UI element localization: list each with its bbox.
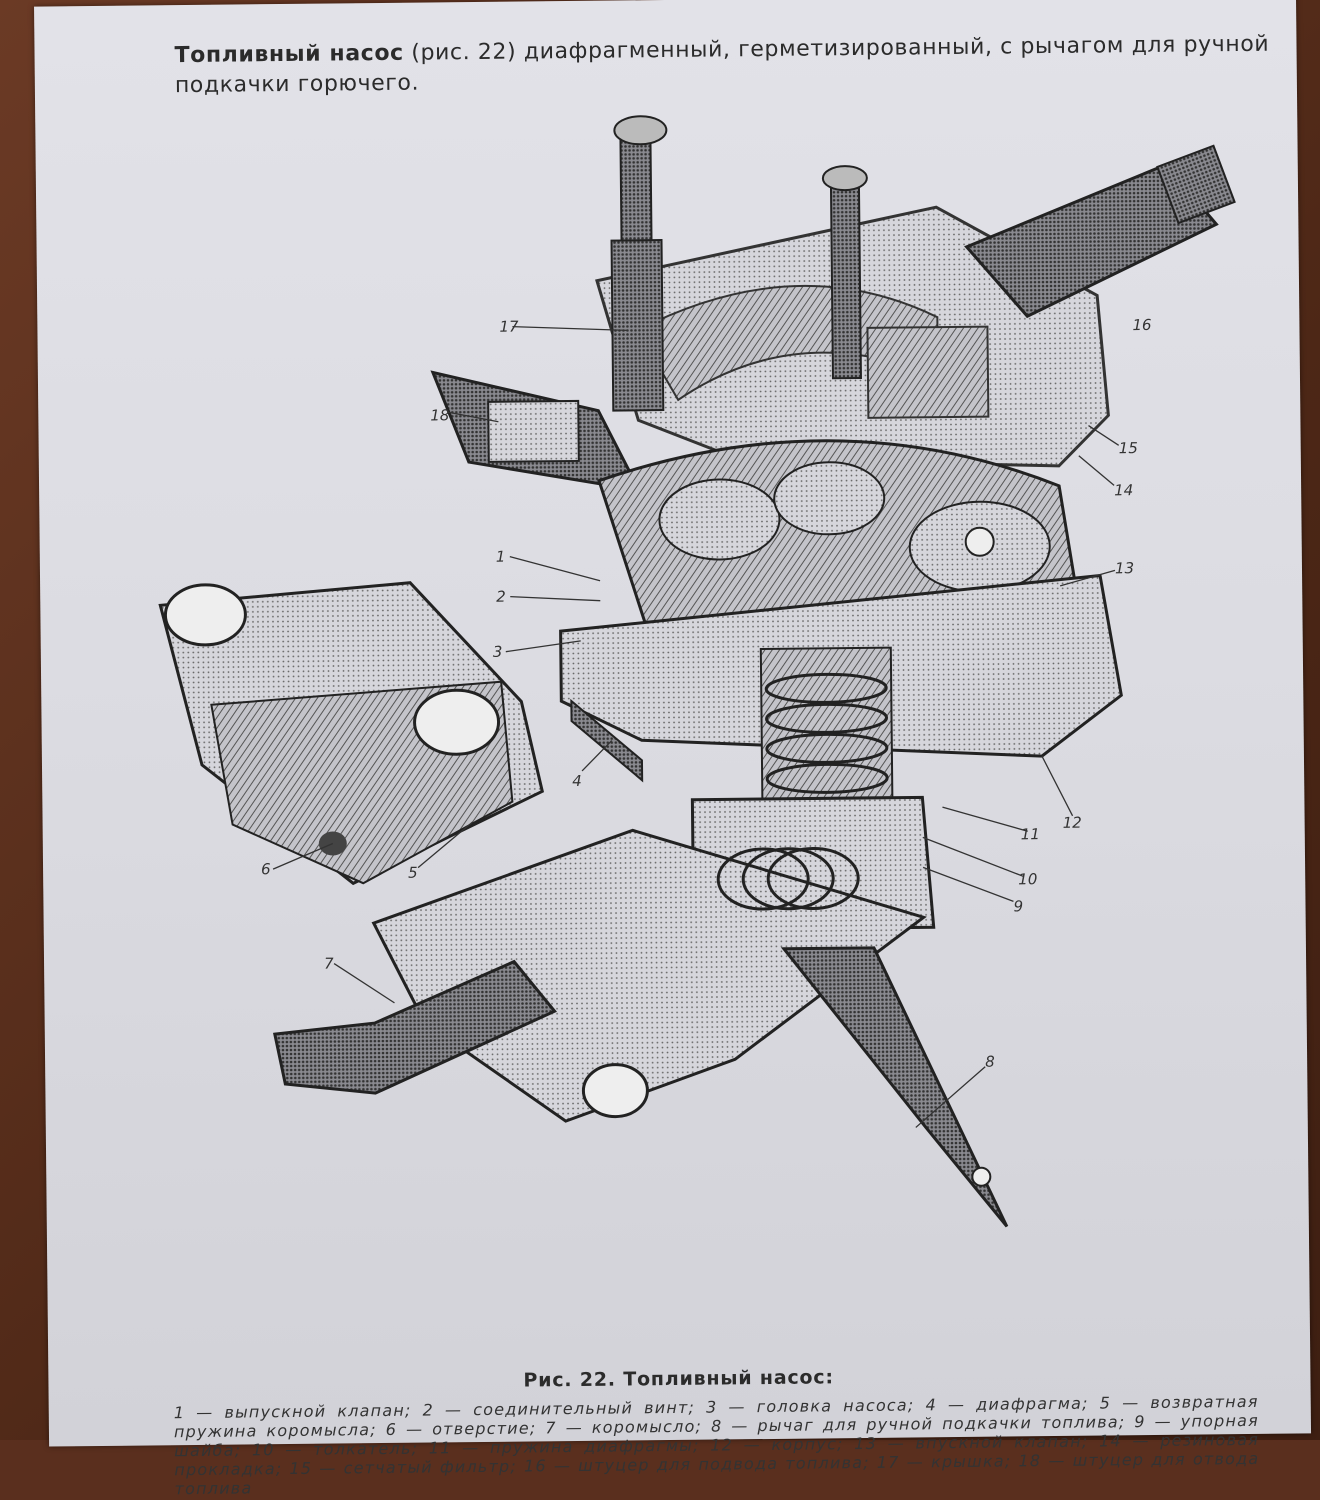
callout-9: 9 xyxy=(1013,897,1023,915)
pump-body xyxy=(559,573,1123,932)
callouts xyxy=(272,325,1120,1128)
callout-6: 6 xyxy=(261,860,271,878)
callout-5: 5 xyxy=(408,864,418,882)
outlet-fitting xyxy=(430,370,642,493)
legend-item: 6 — отверстие; xyxy=(385,1418,537,1440)
callout-3: 3 xyxy=(493,643,503,661)
legend-item: 15 — сетчатый фильтр; xyxy=(289,1456,518,1479)
legend-item: 10 — толкатель; xyxy=(251,1438,419,1460)
pump-cover xyxy=(595,115,1110,468)
legend-item: 7 — коромысло; xyxy=(545,1416,703,1438)
legend-item: 3 — головка насоса; xyxy=(705,1395,915,1417)
callout-16: 16 xyxy=(1132,316,1151,334)
legend-item: 1 — выпускной клапан; xyxy=(173,1400,412,1423)
callout-17: 17 xyxy=(499,318,519,336)
callout-7: 7 xyxy=(324,955,334,973)
callout-15: 15 xyxy=(1119,439,1138,457)
inlet-fitting xyxy=(964,144,1236,319)
fuel-pump-illustration: 1 2 3 4 5 6 7 8 9 10 11 12 13 14 15 16 1… xyxy=(158,115,1236,1228)
callout-2: 2 xyxy=(496,588,506,606)
figure-legend: 1 — выпускной клапан; 2 — соединительный… xyxy=(174,1392,1260,1498)
callout-11: 11 xyxy=(1021,825,1040,843)
legend-item: 16 — штуцер для подвода топлива; xyxy=(523,1452,870,1476)
rocker-return-spring xyxy=(716,846,860,911)
callout-12: 12 xyxy=(1063,814,1082,832)
legend-item: 12 — корпус; xyxy=(710,1434,844,1455)
callout-18: 18 xyxy=(430,406,449,424)
diaphragm-spring xyxy=(764,672,889,794)
printed-page: Топливный насос (рис. 22) диафрагменный,… xyxy=(34,0,1312,1498)
legend-item: 13 — впускной клапан; xyxy=(854,1431,1089,1454)
callout-14: 14 xyxy=(1114,481,1133,499)
figure-caption: Рис. 22. Топливный насос: xyxy=(523,1366,834,1392)
callout-13: 13 xyxy=(1115,559,1134,577)
lower-housing xyxy=(158,581,545,886)
callout-10: 10 xyxy=(1018,870,1037,888)
callout-8: 8 xyxy=(985,1053,995,1071)
legend-item: 4 — диафрагма; xyxy=(925,1393,1089,1415)
legend-item: 17 — крышка; xyxy=(876,1451,1012,1472)
callout-4: 4 xyxy=(572,772,582,790)
callout-numbers: 1 2 3 4 5 6 7 8 9 10 11 12 13 14 15 16 1… xyxy=(261,316,1152,1071)
callout-1: 1 xyxy=(496,548,506,566)
rocker-and-lever xyxy=(272,828,1009,1228)
